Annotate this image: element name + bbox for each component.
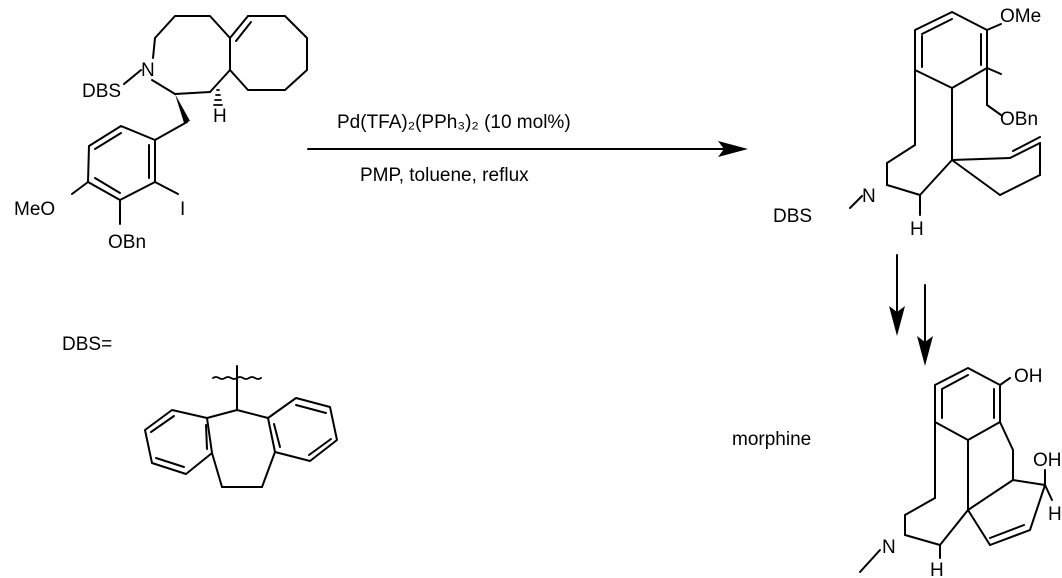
pr-vinyl-1 [1009,142,1041,159]
pr-c-ome-bond [986,23,1002,31]
arrowhead [718,141,748,157]
pr-c-obn-bond [986,67,1002,75]
dbs-right-double-1 [295,404,327,414]
sm-nitrogen-label: N [141,60,155,81]
sm-aryl-ring [87,125,156,201]
mo-ch-bond [1044,484,1053,501]
dbs-definition-label: DBS= [62,334,112,355]
dbs-right-double-3 [273,423,281,448]
dbs-structure [144,365,338,488]
sm-benzyloxy-label: OBn [108,232,146,253]
mo-nitrogen-label: N [882,537,896,558]
dbs-ethano-1 [211,452,223,488]
sm-nc-bond [151,79,176,95]
sm-cc-bond [174,91,211,95]
sm-cyclohexene-ring [247,15,308,91]
morphine-name: morphine [732,429,811,450]
mo-n-methyl-bond [859,549,881,573]
sm-aryl-double-2 [94,177,121,194]
mo-bridge-4 [939,509,969,546]
sm-alkene-bond [229,15,249,39]
pr-vinyl-2 [1012,136,1041,152]
mo-bridge-3 [904,534,941,546]
pr-chain-2 [999,174,1041,196]
mo-bridge-1 [904,497,936,516]
dbs-left-double-1 [150,415,175,433]
pr-obn-link [986,104,1002,116]
mo-alcohol-label: OH [1033,450,1062,471]
sm-hydrogen-label: H [213,106,227,127]
pr-bridge-4 [919,159,953,196]
sm-cc-bond-2 [209,69,231,93]
conditions-bottom: PMP, toluene, reflux [360,165,529,186]
pr-methoxy-label: OMe [1000,6,1041,27]
dbs-ethano-3 [261,451,276,488]
pr-benzyloxy-label: OBn [1000,109,1038,130]
pr-hydrogen-label: H [910,219,924,240]
mo-ring-c1 [999,421,1014,451]
pr-dbs-label: DBS [773,206,812,227]
reaction-arrow [307,141,748,157]
mo-hydrogen-right: H [1048,504,1062,525]
mo-aryl-double-1 [941,374,969,390]
sm-cn-bond [152,37,156,59]
sm-ring-bond [229,69,249,91]
down-arrows [889,254,933,366]
pr-ring-c [951,157,1011,161]
sm-dbs-label: DBS [82,81,121,102]
conditions-top: Pd(TFA)₂(PPh₃)₂ (10 mol%) [337,112,571,133]
mo-alkene-double [989,524,1025,539]
mo-aryl-ring [934,367,1001,441]
sm-aryl-double-1 [94,132,122,150]
mo-hydrogen-bottom: H [930,560,944,578]
sm-iodine-label: I [180,199,185,220]
down-arrow-1-head [889,306,905,336]
sm-hashed-h-bond [213,89,223,106]
sm-n-dbs-bond [123,69,142,85]
pr-bridge-3 [886,184,921,196]
pr-aryl-double-1 [921,18,953,35]
pr-n-dbs-bond [849,195,863,209]
mo-phenol-label: OH [1014,366,1043,387]
down-arrow-2-head [917,336,933,366]
dbs-link-left [206,409,238,419]
pr-nitrogen-label: N [862,186,876,207]
dbs-left-double-3 [205,424,208,450]
sm-wedge-bond [175,94,190,123]
morphine-structure: OH OH H H N [859,366,1062,578]
mo-alkene-1 [1029,484,1046,531]
starting-material: H N DBS I MeO OBn [14,15,308,253]
sm-c-i-bond [154,181,179,195]
mo-ring-c3 [967,479,1014,511]
pr-chain-3 [951,159,1001,196]
pr-bridge-1 [886,144,916,164]
sm-alkene-double [235,21,252,42]
sm-ch2-bond [154,121,188,141]
dbs-left-double-2 [155,457,185,468]
dbs-link-right [236,409,269,419]
dbs-right-double-2 [308,438,332,456]
sm-methoxy-label: MeO [14,199,55,220]
mo-ring-close [967,509,991,546]
pr-aryl-ring [914,11,988,89]
mo-choh-bond [1012,479,1046,486]
mo-alkene-2 [989,529,1031,546]
sm-c-ome-bond [71,181,89,195]
mo-c-oh-bond [999,377,1011,386]
sm-piperidine-ring [154,15,231,39]
product-structure: OMe OBn H N DBS [773,6,1041,240]
